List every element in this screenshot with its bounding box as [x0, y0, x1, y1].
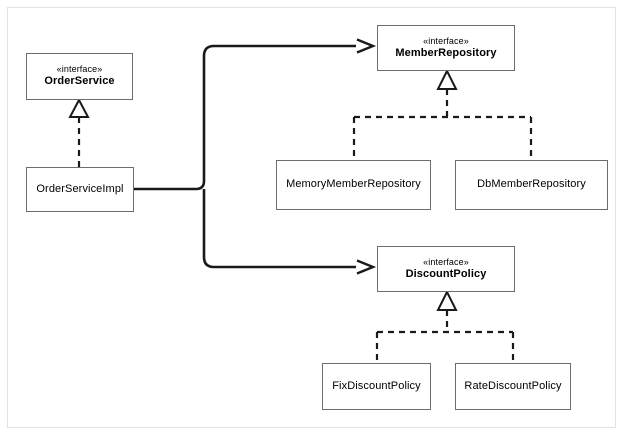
stereotype-label: «interface» [56, 64, 103, 74]
stereotype-label: «interface» [423, 256, 469, 267]
class-name: OrderServiceImpl [36, 182, 124, 195]
stereotype-label: «interface» [423, 35, 469, 46]
class-name: RateDiscountPolicy [464, 379, 562, 392]
class-name: OrderService [44, 75, 115, 88]
class-name: MemoryMemberRepository [286, 178, 421, 191]
class-name: DiscountPolicy [405, 267, 487, 280]
class-box-fix-discount-policy[interactable]: FixDiscountPolicy [322, 363, 431, 410]
class-box-db-member-repository[interactable]: DbMemberRepository [455, 160, 608, 210]
class-box-discount-policy[interactable]: «interface» DiscountPolicy [377, 246, 515, 292]
class-name: FixDiscountPolicy [332, 379, 421, 392]
class-box-order-service-impl[interactable]: OrderServiceImpl [26, 167, 134, 212]
class-box-rate-discount-policy[interactable]: RateDiscountPolicy [455, 363, 571, 410]
class-box-memory-member-repository[interactable]: MemoryMemberRepository [276, 160, 431, 210]
class-name: DbMemberRepository [477, 178, 586, 191]
class-name: MemberRepository [395, 46, 497, 59]
class-box-member-repository[interactable]: «interface» MemberRepository [377, 25, 515, 71]
class-box-order-service[interactable]: «interface» OrderService [26, 53, 133, 100]
